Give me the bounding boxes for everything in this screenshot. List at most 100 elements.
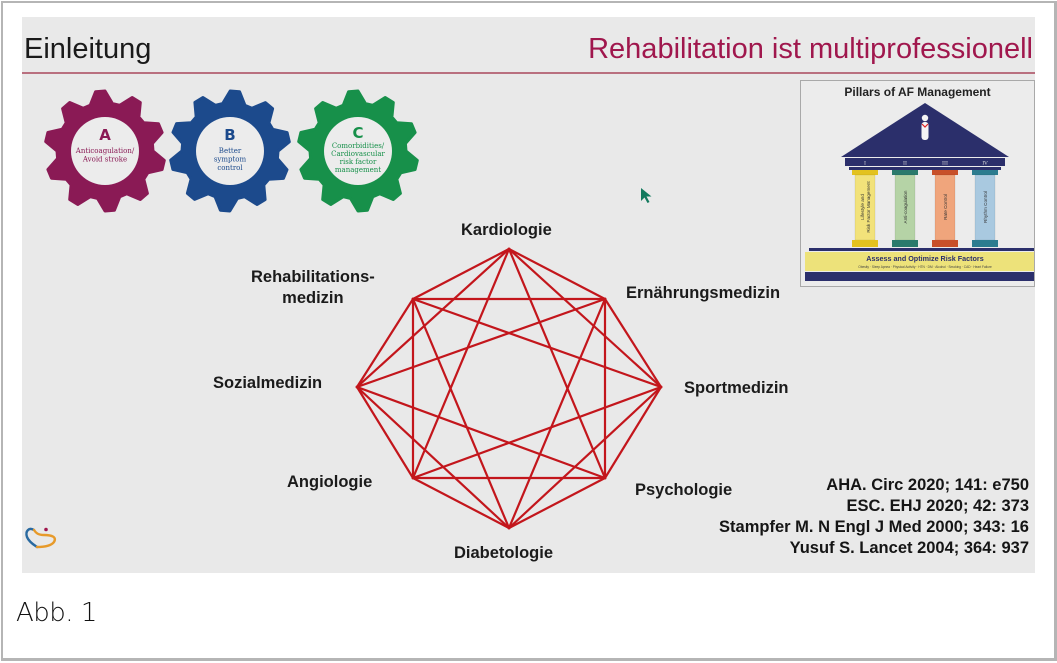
pillar-numeral: III [942, 161, 948, 167]
temple-step [809, 248, 1034, 251]
network-node-diabetologie [507, 526, 511, 530]
network-edge [508, 248, 662, 388]
gear-letter: A [99, 126, 111, 144]
network-edge [507, 298, 607, 529]
network-edge [356, 386, 414, 479]
pillar-label: Anti-coagulation [903, 190, 908, 223]
network-edge [356, 248, 510, 388]
pillar-numeral: II [903, 161, 907, 167]
node-label-sozialmedizin: Sozialmedizin [213, 374, 323, 392]
gear-label-line: control [217, 164, 243, 172]
network-node-angiologie [411, 476, 415, 480]
node-label-diabetologie: Diabetologie [454, 544, 554, 562]
node-label-sportmedizin: Sportmedizin [684, 379, 789, 397]
gear-letter: C [352, 124, 363, 142]
network-edge [412, 297, 662, 389]
gear-a: A Anticoagulation/Avoid stroke [44, 89, 166, 213]
person-body-icon [921, 122, 929, 140]
pillar-base [892, 240, 918, 247]
network-edge [604, 386, 662, 479]
multiprofessional-network [355, 247, 663, 530]
slide-title-right: Rehabilitation ist multiprofessionell [588, 33, 1033, 65]
pillars-title: Pillars of AF Management [844, 85, 991, 99]
network-node-sport [659, 385, 663, 389]
references-list: AHA. Circ 2020; 141: e750 ESC. EHJ 2020;… [719, 475, 1029, 559]
network-edge [412, 248, 510, 300]
gear-label-line: symptom [214, 156, 247, 164]
network-edge [508, 386, 662, 529]
pillar-base [852, 240, 878, 247]
network-edge [604, 298, 662, 388]
gear-label-line: Comorbidities/ [332, 142, 385, 150]
gear-center [71, 117, 139, 185]
network-edge [356, 298, 414, 388]
network-edge [507, 248, 607, 479]
reference-item: Yusuf S. Lancet 2004; 364: 937 [789, 539, 1029, 557]
reference-item: AHA. Circ 2020; 141: e750 [826, 476, 1029, 494]
network-node-psychologie [603, 476, 607, 480]
node-label-angiologie: Angiologie [287, 473, 373, 491]
pillar-column: Rate Control [932, 170, 958, 247]
pillar-base [972, 240, 998, 247]
pillar-capital [932, 170, 958, 175]
gear-label-line: risk factor [340, 158, 377, 166]
person-head-icon [921, 114, 929, 122]
network-edge [356, 386, 510, 529]
network-node-kardiologie [507, 247, 511, 251]
heart-mark-icon [921, 123, 929, 128]
network-edge [508, 477, 606, 529]
pillar-label: Lifestyle and [860, 194, 865, 220]
gear-label-line: Anticoagulation/ [75, 147, 135, 155]
gear-center [196, 117, 264, 185]
gear-letter: B [224, 126, 235, 144]
network-node-sozial [355, 385, 359, 389]
pillar-numeral: IV [982, 161, 988, 167]
network-edge [412, 385, 662, 480]
pillar-label: Rhythm Control [983, 191, 988, 223]
network-node-rehab [411, 297, 415, 301]
network-edge [412, 477, 510, 529]
base-subtitle: Obesity · Sleep Apnea · Physical Activit… [858, 265, 992, 269]
pillar-label: Rate Control [943, 194, 948, 220]
pillar-base [932, 240, 958, 247]
pillar-numeral: I [864, 161, 866, 167]
pillar-column: Anti-coagulation [892, 170, 918, 247]
gear-label-line: Avoid stroke [82, 156, 127, 164]
heart-logo-icon [25, 527, 57, 549]
pillar-label: Risk Factor Management [866, 181, 871, 233]
abc-gears-illustration: A Anticoagulation/Avoid stroke B Bettersymp… [44, 89, 419, 213]
slide-title-left: Einleitung [24, 33, 152, 65]
temple-entablature [845, 158, 1005, 166]
rehab-label-line-2: medizin [282, 289, 344, 307]
header-divider [22, 72, 1035, 74]
slide: Einleitung Rehabilitation ist multiprofe… [22, 17, 1035, 573]
network-edge [356, 297, 606, 389]
figure-caption: Abb. 1 [16, 598, 97, 628]
pillar-capital [972, 170, 998, 175]
network-node-ernaehrung [603, 297, 607, 301]
pillar-column: Rhythm Control [972, 170, 998, 247]
network-edge [356, 385, 606, 480]
temple-base-band [805, 252, 1034, 271]
network-edge [411, 298, 511, 529]
pillar-capital [852, 170, 878, 175]
mouse-cursor-icon [641, 188, 652, 203]
node-label-ernaehrungsmedizin: Ernährungsmedizin [626, 284, 781, 302]
node-label-psychologie: Psychologie [635, 481, 733, 499]
network-edge [508, 248, 606, 300]
gear-label-line: Cardiovascular [331, 150, 385, 158]
reference-item: ESC. EHJ 2020; 42: 373 [846, 497, 1029, 515]
temple-entablature-lower [849, 167, 1001, 170]
network-edge [411, 248, 511, 479]
reference-item: Stampfer M. N Engl J Med 2000; 343: 16 [719, 518, 1029, 536]
rehab-label-line-1: Rehabilitations- [251, 268, 375, 286]
node-label-kardiologie: Kardiologie [461, 221, 552, 239]
pillar-capital [892, 170, 918, 175]
node-label-rehabilitationsmedizin: Rehabilitations- medizin [251, 267, 375, 309]
gear-label-line: Better [219, 147, 242, 155]
